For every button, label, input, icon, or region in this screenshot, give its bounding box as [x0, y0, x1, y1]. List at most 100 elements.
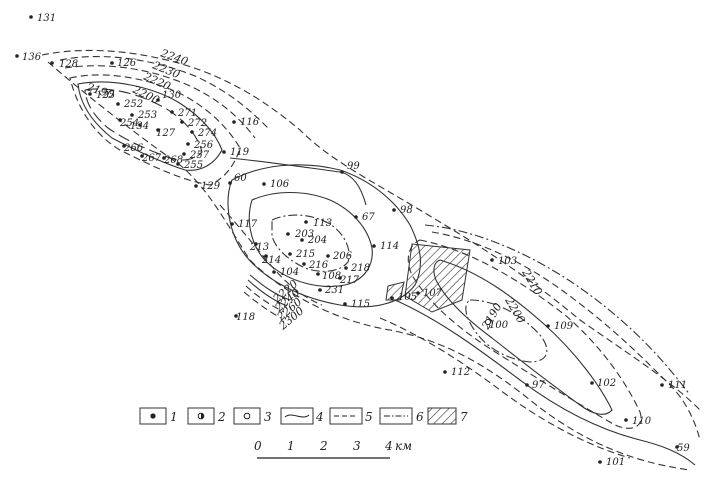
well-dot-icon	[272, 270, 276, 274]
well-129: 129	[194, 181, 221, 192]
well-108: 108	[316, 271, 341, 282]
well-267: 267	[140, 153, 162, 164]
well-dot-icon	[288, 252, 292, 256]
well-label: 134	[130, 121, 149, 132]
well-label: 98	[400, 205, 413, 216]
well-dot-icon	[302, 262, 306, 266]
well-dot-icon	[180, 120, 184, 124]
well-103: 103	[490, 256, 517, 267]
contour-2220	[69, 74, 241, 186]
well-253: 253	[130, 110, 157, 121]
well-label: 116	[240, 117, 260, 128]
well-125: 125	[88, 90, 115, 101]
well-113: 113	[304, 218, 332, 229]
legend-item-4: 4	[280, 407, 324, 425]
well-label: 129	[201, 181, 221, 192]
well-dot-icon	[116, 102, 120, 106]
well-99: 99	[340, 161, 360, 174]
well-98: 98	[392, 205, 413, 216]
well-label: 119	[230, 147, 250, 158]
well-dot-icon	[316, 272, 320, 276]
well-dot-icon	[232, 120, 236, 124]
well-115: 115	[343, 299, 370, 310]
well-label: 272	[187, 118, 207, 129]
well-dot-icon	[390, 296, 394, 300]
well-116: 116	[232, 117, 260, 128]
well-dot-icon	[590, 381, 594, 385]
well-272: 272	[180, 118, 207, 129]
well-label: 216	[308, 260, 329, 271]
well-252: 252	[116, 99, 143, 110]
well-dot-icon	[230, 222, 234, 226]
well-label: 267	[141, 153, 162, 164]
contour-bl-1	[249, 274, 291, 301]
well-label: 97	[532, 380, 545, 391]
well-dot-icon	[228, 181, 232, 185]
well-label: 204	[307, 235, 327, 246]
well-dot-icon	[176, 162, 180, 166]
well-dot-icon	[222, 150, 226, 154]
well-label: 67	[362, 212, 375, 223]
well-dot-icon	[624, 418, 628, 422]
well-dot-icon	[300, 238, 304, 242]
well-label: 257	[189, 150, 210, 161]
contour-bl-3	[245, 285, 285, 313]
well-label: 218	[350, 263, 370, 274]
well-dot-icon	[443, 370, 447, 374]
well-circle-icon	[484, 318, 492, 326]
well-label: 125	[96, 90, 115, 101]
well-254: 254	[118, 118, 139, 129]
scale-tick-4: 4	[384, 439, 393, 453]
hatched-zones	[385, 243, 471, 313]
well-label: 109	[554, 321, 574, 332]
well-109: 109	[546, 321, 574, 332]
well-label: 107	[423, 288, 443, 299]
contour-south-flank-2	[379, 317, 631, 459]
well-label: 214	[261, 255, 281, 266]
well-114: 114	[372, 241, 399, 252]
well-dot-icon	[490, 258, 494, 262]
legend-num-1: 1	[170, 410, 178, 424]
well-dot-icon	[162, 156, 166, 160]
legend-item-1: 1	[139, 407, 178, 425]
well-214: 214	[261, 254, 281, 266]
well-dot-icon	[156, 128, 160, 132]
well-101: 101	[598, 457, 625, 468]
well-dot-icon	[660, 383, 664, 387]
contour-middle-inner	[248, 191, 373, 288]
well-257: 257	[182, 150, 210, 161]
well-dot-icon	[234, 314, 238, 318]
well-217: 217	[338, 275, 360, 286]
well-dot-icon	[392, 208, 396, 212]
well-label: 113	[313, 218, 332, 229]
well-label: 111	[668, 380, 687, 391]
well-label: 108	[322, 271, 341, 282]
well-215: 215	[288, 249, 315, 260]
well-266: 266	[122, 143, 144, 154]
contour-label-2210-se: 2210	[519, 266, 545, 298]
well-274: 274	[190, 128, 217, 139]
well-dot-icon	[182, 152, 186, 156]
well-label: 100	[489, 320, 509, 331]
well-107: 107	[416, 288, 443, 299]
well-label: 252	[123, 99, 143, 110]
well-dot-icon	[15, 54, 19, 58]
well-label: 99	[347, 161, 360, 172]
well-dot-icon	[194, 184, 198, 188]
legend-dot-icon	[150, 413, 156, 419]
well-110: 110	[624, 416, 652, 427]
well-216: 216	[302, 260, 329, 271]
well-dot-icon	[190, 130, 194, 134]
well-dot-icon	[110, 61, 114, 65]
well-dot-icon	[318, 288, 322, 292]
well-106: 106	[262, 179, 290, 190]
well-dot-icon	[344, 266, 348, 270]
well-label: 105	[398, 292, 417, 303]
well-218: 218	[344, 263, 370, 274]
legend-solid-line-icon	[284, 414, 310, 418]
well-dot-icon	[546, 324, 550, 328]
legend-item-3: 3	[233, 407, 272, 425]
well-label: 103	[498, 256, 517, 267]
